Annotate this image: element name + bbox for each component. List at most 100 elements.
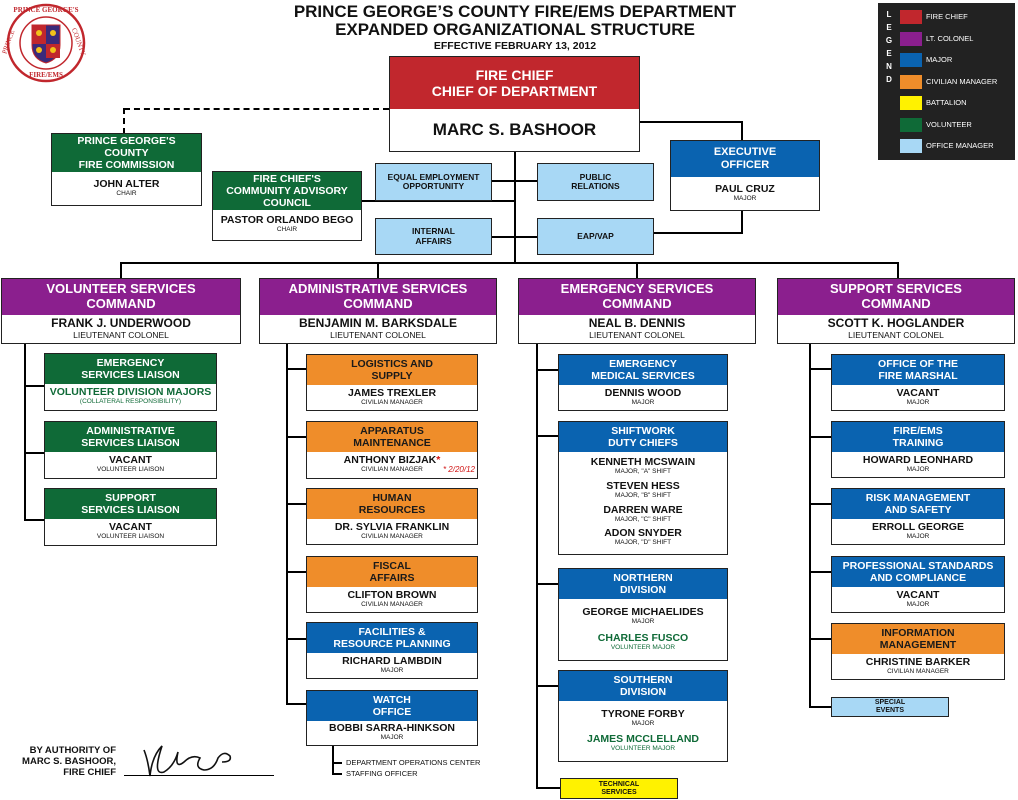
shift-c-title: MAJOR, "C" SHIFT	[614, 515, 672, 523]
emergency-branch-2	[536, 435, 558, 437]
admin-services-liaison-box: ADMINISTRATIVE SERVICES LIAISON VACANT V…	[44, 421, 217, 479]
shift-b-title: MAJOR, "B" SHIFT	[615, 492, 671, 500]
legend-swatch-fire-chief	[900, 10, 922, 24]
pr-connector	[516, 180, 537, 182]
advisory-council-header: FIRE CHIEF'S COMMUNITY ADVISORY COUNCIL	[213, 172, 361, 210]
risk-title: MAJOR	[906, 532, 930, 540]
watch-name: BOBBI SARRA-HINKSON	[329, 722, 455, 735]
facilities-title: MAJOR	[380, 666, 404, 674]
apparatus-title: CIVILIAN MANAGER	[361, 466, 423, 474]
admin-branch-2	[286, 436, 306, 438]
risk-management-box: RISK MANAGEMENT AND SAFETY ERROLL GEORGE…	[831, 488, 1005, 545]
commission-dashed-line-h	[124, 108, 389, 110]
admin-branch-5	[286, 638, 306, 640]
pro-standards-name: VACANT	[896, 588, 940, 601]
apparatus-maintenance-box: APPARATUS MAINTENANCE ANTHONY BIZJAK* CI…	[306, 421, 478, 479]
fire-marshal-title: MAJOR	[906, 398, 930, 406]
emergency-command-box: EMERGENCY SERVICES COMMAND NEAL B. DENNI…	[518, 278, 756, 344]
support-branch-5	[809, 638, 831, 640]
ssl-title: VOLUNTEER LIAISON	[96, 533, 165, 541]
legend-swatch-office-manager	[900, 139, 922, 153]
exec-eap-v	[741, 211, 743, 234]
support-services-liaison-box: SUPPORT SERVICES LIAISON VACANT VOLUNTEE…	[44, 488, 217, 546]
advisory-chair-name: PASTOR ORLANDO BEGO	[220, 214, 354, 227]
southern-volunteer-title: VOLUNTEER MAJOR	[610, 745, 676, 753]
command-bus-line	[120, 262, 899, 264]
training-box: FIRE/EMS TRAINING HOWARD LEONHARD MAJOR	[831, 421, 1005, 478]
legend-letters: L E G E N D	[885, 10, 893, 84]
executive-officer-title: MAJOR	[733, 194, 757, 202]
advisory-chair-title: CHAIR	[276, 226, 298, 234]
special-events-box: SPECIAL EVENTS	[831, 697, 949, 717]
shift-c-name: DARREN WARE	[603, 503, 683, 516]
legend-label-fire-chief: FIRE CHIEF	[926, 12, 968, 21]
fire-chief-header: FIRE CHIEF CHIEF OF DEPARTMENT	[390, 57, 639, 109]
northern-major-title: MAJOR	[631, 617, 655, 625]
executive-officer-header: EXECUTIVE OFFICER	[671, 141, 819, 177]
fire-marshal-name: VACANT	[896, 386, 940, 399]
volunteer-command-header: VOLUNTEER SERVICES COMMAND	[2, 279, 240, 315]
watch-sub-line	[332, 746, 334, 775]
support-command-box: SUPPORT SERVICES COMMAND SCOTT K. HOGLAN…	[777, 278, 1015, 344]
hr-name: DR. SYLVIA FRANKLIN	[334, 520, 450, 533]
admin-branch-6	[286, 703, 306, 705]
apparatus-asterisk: *	[436, 454, 441, 467]
shift-d-title: MAJOR, "D" SHIFT	[614, 539, 672, 547]
support-column-line	[809, 344, 811, 708]
seal-text-top: PRINCE GEORGE'S	[13, 6, 79, 14]
volunteer-branch-2	[24, 452, 44, 454]
title-line-1: PRINCE GEORGE’S COUNTY FIRE/EMS DEPARTME…	[293, 2, 737, 21]
doc-branch	[332, 762, 342, 764]
fire-chief-name: MARC S. BASHOOR	[432, 119, 597, 139]
admin-command-box: ADMINISTRATIVE SERVICES COMMAND BENJAMIN…	[259, 278, 497, 344]
apparatus-date-note: * 2/20/12	[442, 465, 475, 474]
support-branch-2	[809, 436, 831, 438]
legend-label-lt-colonel: LT. COLONEL	[926, 34, 974, 43]
fire-marshal-box: OFFICE OF THE FIRE MARSHAL VACANT MAJOR	[831, 354, 1005, 411]
exec-connector-v1	[741, 121, 743, 140]
emergency-drop	[636, 262, 638, 278]
volunteer-command-name: FRANK J. UNDERWOOD	[51, 316, 191, 331]
fiscal-name: CLIFTON BROWN	[347, 588, 437, 601]
watch-office-box: WATCH OFFICE BOBBI SARRA-HINKSON MAJOR	[306, 690, 478, 746]
shift-d-name: ADON SNYDER	[604, 527, 682, 540]
volunteer-command-box: VOLUNTEER SERVICES COMMAND FRANK J. UNDE…	[1, 278, 241, 344]
hr-title: CIVILIAN MANAGER	[361, 532, 423, 540]
legend-label-civilian-manager: CIVILIAN MANAGER	[926, 77, 998, 86]
emergency-branch-5	[536, 787, 560, 789]
county-seal: PRINCE GEORGE'S PRINCE COUNTY FIRE/EMS	[0, 3, 87, 83]
shift-a-title: MAJOR, "A" SHIFT	[615, 468, 671, 476]
facilities-name: RICHARD LAMBDIN	[342, 654, 442, 667]
effective-date: EFFECTIVE FEBRUARY 13, 2012	[433, 39, 597, 52]
shift-a-name: KENNETH MCSWAIN	[590, 456, 696, 469]
commission-chair-name: JOHN ALTER	[93, 177, 160, 190]
training-title: MAJOR	[906, 465, 930, 473]
northern-major-name: GEORGE MICHAELIDES	[582, 605, 704, 618]
asl-title: VOLUNTEER LIAISON	[96, 466, 165, 474]
facilities-planning-box: FACILITIES & RESOURCE PLANNING RICHARD L…	[306, 622, 478, 679]
signature-line	[124, 775, 274, 776]
eeo-connector	[492, 180, 514, 182]
legend-swatch-major	[900, 53, 922, 67]
internal-affairs-box: INTERNAL AFFAIRS	[375, 218, 492, 255]
executive-officer-box: EXECUTIVE OFFICER PAUL CRUZ MAJOR	[670, 140, 820, 211]
advisory-council-box: FIRE CHIEF'S COMMUNITY ADVISORY COUNCIL …	[212, 171, 362, 241]
northern-volunteer-name: CHARLES FUSCO	[597, 631, 689, 644]
advisory-connector	[362, 200, 514, 202]
legend-label-major: MAJOR	[926, 55, 953, 64]
esl-title: (COLLATERAL RESPONSIBILITY)	[79, 398, 182, 406]
emergency-branch-1	[536, 369, 558, 371]
emergency-branch-4	[536, 685, 558, 687]
emergency-services-liaison-box: EMERGENCY SERVICES LIAISON VOLUNTEER DIV…	[44, 353, 217, 411]
commission-chair-title: CHAIR	[116, 189, 137, 197]
emergency-column-line	[536, 344, 538, 789]
logistics-supply-box: LOGISTICS AND SUPPLY JAMES TREXLER CIVIL…	[306, 354, 478, 411]
volunteer-command-title: LIEUTENANT COLONEL	[73, 329, 169, 340]
support-command-header: SUPPORT SERVICES COMMAND	[778, 279, 1014, 315]
authority-statement: BY AUTHORITY OF MARC S. BASHOOR, FIRE CH…	[22, 745, 116, 778]
emergency-command-header: EMERGENCY SERVICES COMMAND	[519, 279, 755, 315]
volunteer-branch-1	[24, 385, 44, 387]
shift-b-name: STEVEN HESS	[606, 480, 680, 493]
